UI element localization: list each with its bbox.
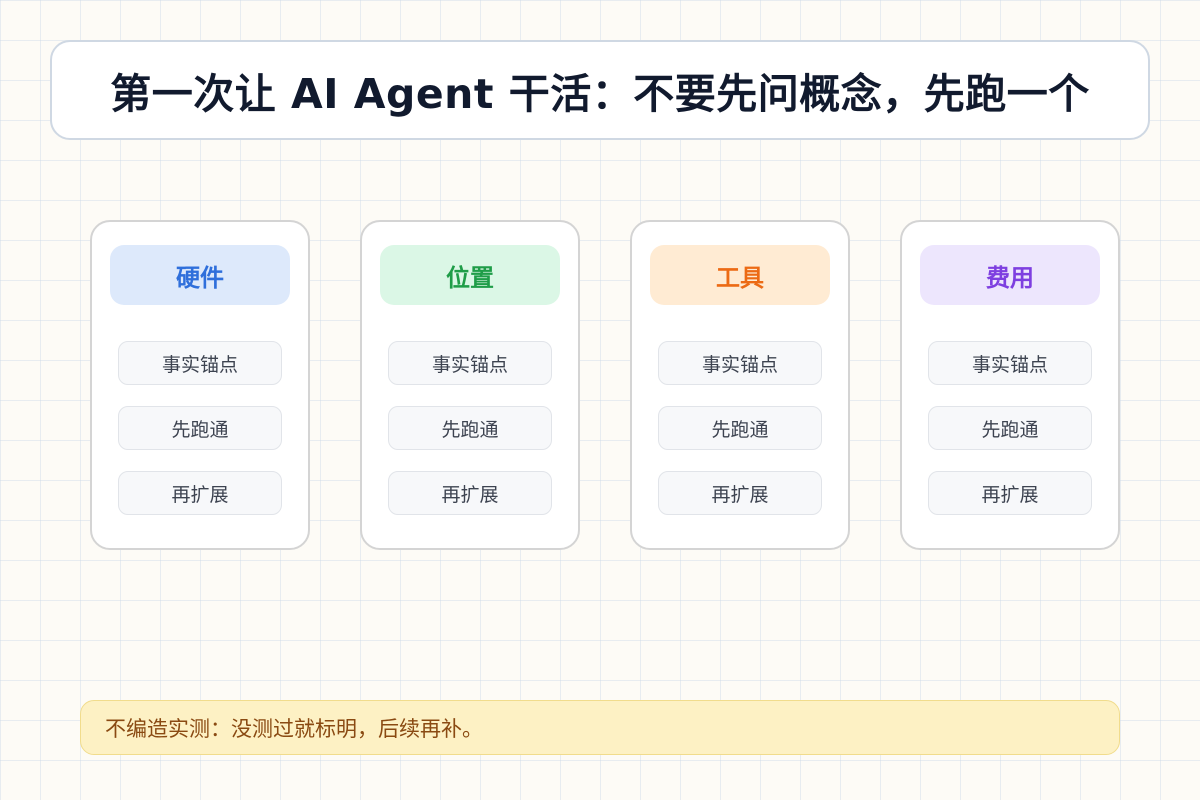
card-item-fact-anchor: 事实锚点 — [658, 341, 822, 385]
card-header: 工具 — [650, 245, 830, 305]
card-item-run-first: 先跑通 — [388, 406, 552, 450]
card-item-expand-later: 再扩展 — [658, 471, 822, 515]
note-box: 不编造实测：没测过就标明，后续再补。 — [80, 700, 1120, 755]
card-item-run-first: 先跑通 — [658, 406, 822, 450]
page-title: 第一次让 AI Agent 干活：不要先问概念，先跑一个 — [110, 70, 1090, 118]
card-header: 费用 — [920, 245, 1100, 305]
card-item-fact-anchor: 事实锚点 — [388, 341, 552, 385]
card-tools: 工具 事实锚点 先跑通 再扩展 — [630, 220, 850, 550]
card-hardware: 硬件 事实锚点 先跑通 再扩展 — [90, 220, 310, 550]
note-text: 不编造实测：没测过就标明，后续再补。 — [105, 716, 483, 741]
card-header: 硬件 — [110, 245, 290, 305]
title-box: 第一次让 AI Agent 干活：不要先问概念，先跑一个 — [50, 40, 1150, 140]
card-header: 位置 — [380, 245, 560, 305]
card-item-expand-later: 再扩展 — [388, 471, 552, 515]
card-item-fact-anchor: 事实锚点 — [118, 341, 282, 385]
card-cost: 费用 事实锚点 先跑通 再扩展 — [900, 220, 1120, 550]
card-item-expand-later: 再扩展 — [118, 471, 282, 515]
card-item-run-first: 先跑通 — [928, 406, 1092, 450]
card-item-fact-anchor: 事实锚点 — [928, 341, 1092, 385]
card-item-run-first: 先跑通 — [118, 406, 282, 450]
card-location: 位置 事实锚点 先跑通 再扩展 — [360, 220, 580, 550]
card-item-expand-later: 再扩展 — [928, 471, 1092, 515]
